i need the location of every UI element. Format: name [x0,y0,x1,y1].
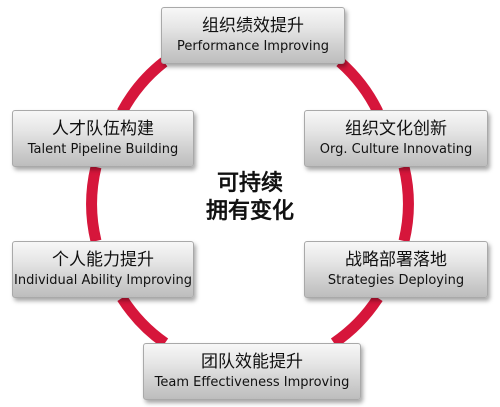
node-label-en: Individual Ability Improving [14,273,192,288]
ring-segment-top-left [117,57,168,115]
node-label-en: Org. Culture Innovating [319,142,473,157]
node-label-en: Strategies Deploying [327,273,465,288]
center-title-line-1: 可持续 [216,171,283,196]
node-strategies-deploying: 战略部署落地 Strategies Deploying [304,241,488,298]
node-label-zh: 战略部署落地 [345,250,447,270]
ring-segment-bottom-left [117,294,169,348]
node-label-en: Performance Improving [176,39,330,54]
node-team-effectiveness-improving: 团队效能提升 Team Effectiveness Improving [143,343,361,400]
node-label-zh: 人才队伍构建 [52,119,154,139]
node-performance-improving: 组织绩效提升 Performance Improving [161,7,345,64]
ring-segment-bottom-right [330,294,383,348]
node-label-zh: 组织绩效提升 [202,16,304,36]
node-talent-pipeline-building: 人才队伍构建 Talent Pipeline Building [12,110,194,167]
node-label-zh: 团队效能提升 [201,352,303,372]
center-title: 可持续 拥有变化 [200,170,300,226]
node-label-zh: 个人能力提升 [52,250,154,270]
node-org-culture-innovating: 组织文化创新 Org. Culture Innovating [304,110,488,167]
center-title-line-2: 拥有变化 [205,199,294,224]
node-label-zh: 组织文化创新 [345,119,447,139]
node-label-en: Talent Pipeline Building [27,142,179,157]
ring-segment-left [86,165,102,243]
ring-segment-right [398,165,414,243]
node-label-en: Team Effectiveness Improving [154,375,350,390]
ring-segment-top-right [336,57,383,115]
node-individual-ability-improving: 个人能力提升 Individual Ability Improving [12,241,194,298]
